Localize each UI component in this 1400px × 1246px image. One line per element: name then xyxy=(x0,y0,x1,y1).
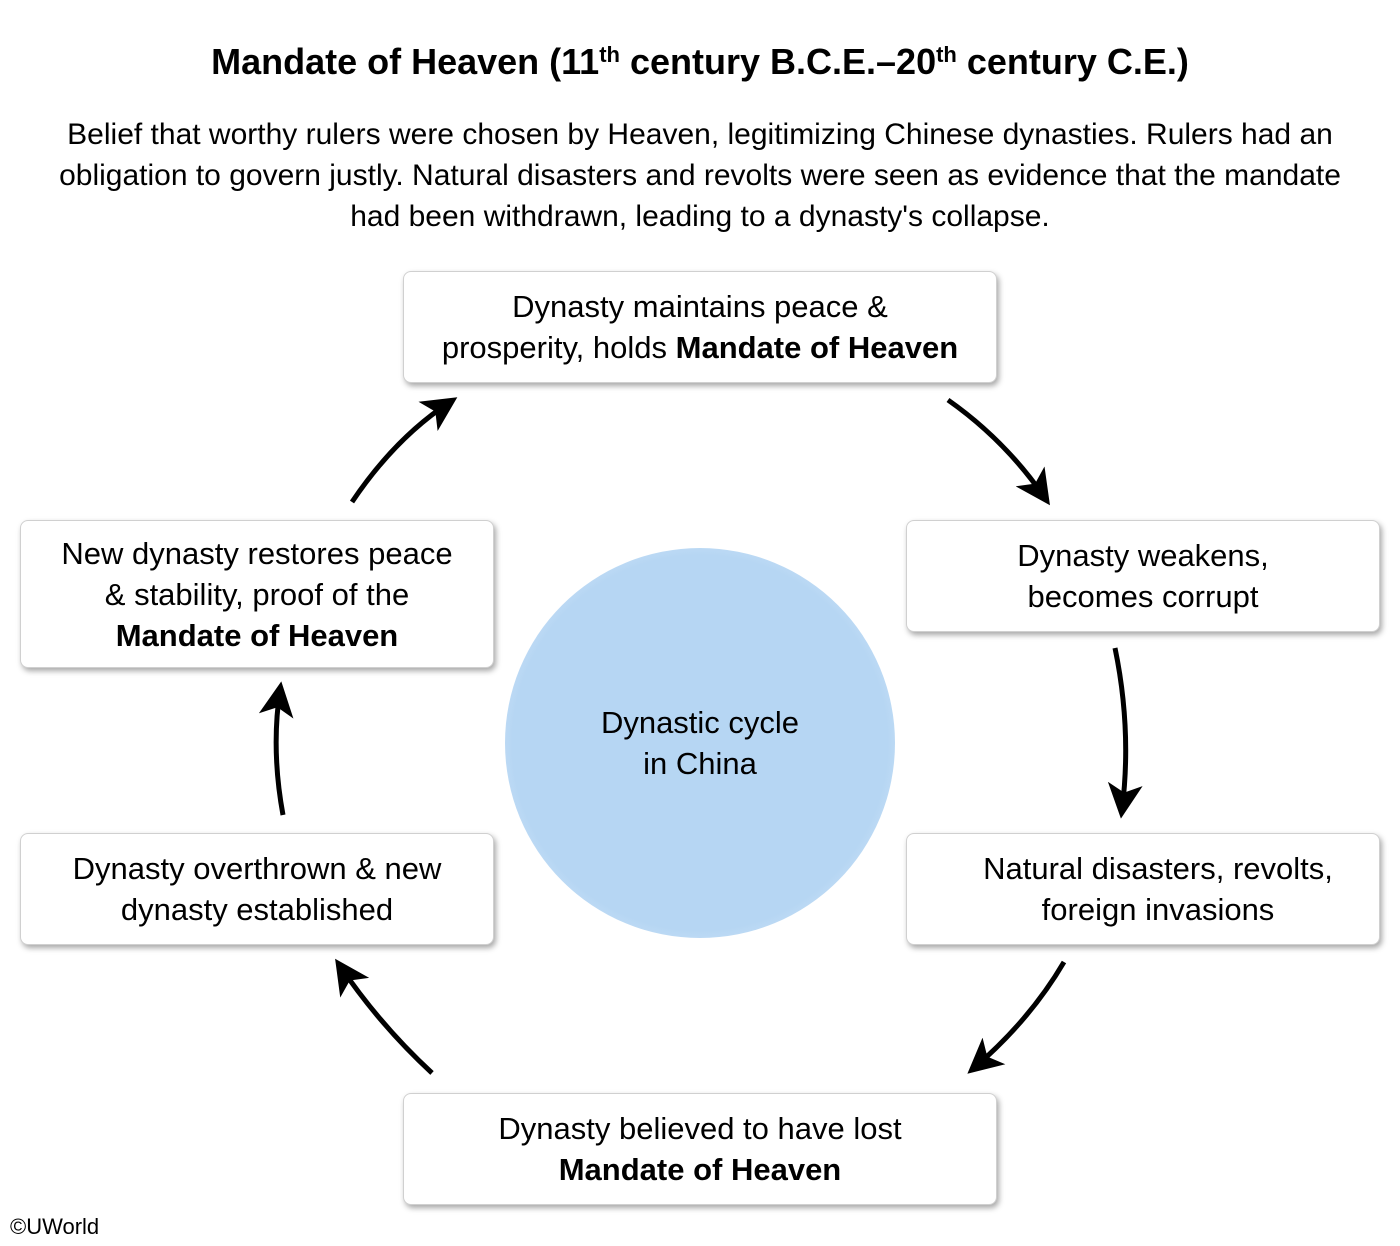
center-label-line: Dynastic cycle xyxy=(600,705,800,740)
center-label-line: in China xyxy=(643,746,757,781)
page-title: Mandate of Heaven (11th century B.C.E.–2… xyxy=(211,41,1189,82)
node-text-line: dynasty established xyxy=(120,892,394,927)
cycle-node-peace: Dynasty maintains peace & prosperity, ho… xyxy=(403,271,997,383)
cycle-node-overthrown: Dynasty overthrown & new dynasty establi… xyxy=(20,833,494,945)
center-circle xyxy=(505,548,895,938)
node-text-line: prosperity, holds Mandate of Heaven xyxy=(441,330,959,365)
node-text-line: Natural disasters, revolts, xyxy=(983,851,1333,886)
arrow-right-upper-to-right-lower xyxy=(1107,647,1143,819)
node-text-line: Mandate of Heaven xyxy=(558,1152,842,1187)
arrow-top-to-right-upper xyxy=(946,397,1050,506)
node-text-line: becomes corrupt xyxy=(1027,579,1259,614)
arrow-right-lower-to-bottom xyxy=(967,960,1067,1074)
node-text-line: Dynasty maintains peace & xyxy=(512,289,888,324)
node-text-line: New dynasty restores peace xyxy=(61,535,453,571)
node-text-line: Dynasty weakens, xyxy=(1017,538,1269,573)
arrow-bottom-to-left-lower xyxy=(335,958,434,1075)
cycle-node-lost-mandate: Dynasty believed to have lost Mandate of… xyxy=(403,1093,997,1205)
cycle-node-disasters: Natural disasters, revolts, foreign inva… xyxy=(906,833,1380,945)
cycle-node-restores: New dynasty restores peace & stability, … xyxy=(20,520,494,668)
description-text: Belief that worthy rulers were chosen by… xyxy=(59,118,1341,233)
center-label: Dynastic cycle in China xyxy=(505,548,895,938)
node-text-line: & stability, proof of the xyxy=(104,576,410,612)
arrow-left-lower-to-left-upper xyxy=(258,681,294,816)
node-text-line: Dynasty believed to have lost xyxy=(498,1111,902,1146)
copyright-text: ©UWorld xyxy=(10,1214,100,1239)
node-text-line: Dynasty overthrown & new xyxy=(72,851,442,886)
cycle-node-weakens: Dynasty weakens, becomes corrupt xyxy=(906,520,1380,632)
node-text-line: foreign invasions xyxy=(1041,892,1275,927)
node-text-line: Mandate of Heaven xyxy=(115,617,399,653)
arrow-left-upper-to-top xyxy=(349,397,458,504)
